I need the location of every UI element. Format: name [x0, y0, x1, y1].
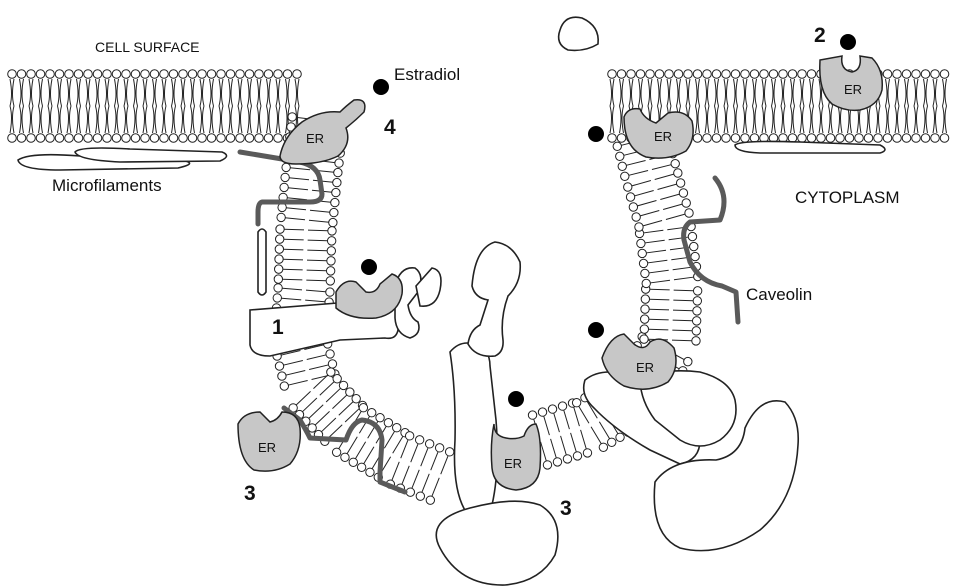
- estradiol-dot: [361, 259, 377, 275]
- cell-surface-label: CELL SURFACE: [95, 39, 200, 55]
- estradiol-label: Estradiol: [394, 65, 460, 84]
- er-label: ER: [504, 456, 522, 471]
- er-label: ER: [654, 129, 672, 144]
- number-1-label: 1: [272, 316, 284, 339]
- estradiol-dot: [588, 322, 604, 338]
- plasma-membrane-left: [8, 70, 302, 143]
- number-3-bottom-label: 3: [560, 497, 572, 520]
- er-label: ER: [258, 440, 276, 455]
- number-2-label: 2: [814, 24, 826, 47]
- estradiol-dot: [588, 126, 604, 142]
- estradiol-dot: [373, 79, 389, 95]
- er-receptor-1: [336, 274, 402, 318]
- er-label: ER: [636, 360, 654, 375]
- estradiol-dot: [508, 391, 524, 407]
- caveolin-label: Caveolin: [746, 285, 812, 304]
- er-receptor-left-free: ER: [238, 412, 300, 471]
- er-receptor-bottom: ER: [491, 424, 540, 490]
- er-receptor-surface-right: ER: [820, 56, 883, 110]
- number-4-label: 4: [384, 116, 396, 139]
- microfilaments-label: Microfilaments: [52, 176, 162, 195]
- number-3-left-label: 3: [244, 482, 256, 505]
- cytoplasm-label: CYTOPLASM: [795, 188, 900, 207]
- er-label: ER: [306, 131, 324, 146]
- microfilaments: [18, 148, 266, 295]
- estradiol-dot: [840, 34, 856, 50]
- er-label: ER: [844, 82, 862, 97]
- microfilament-right: [735, 141, 885, 153]
